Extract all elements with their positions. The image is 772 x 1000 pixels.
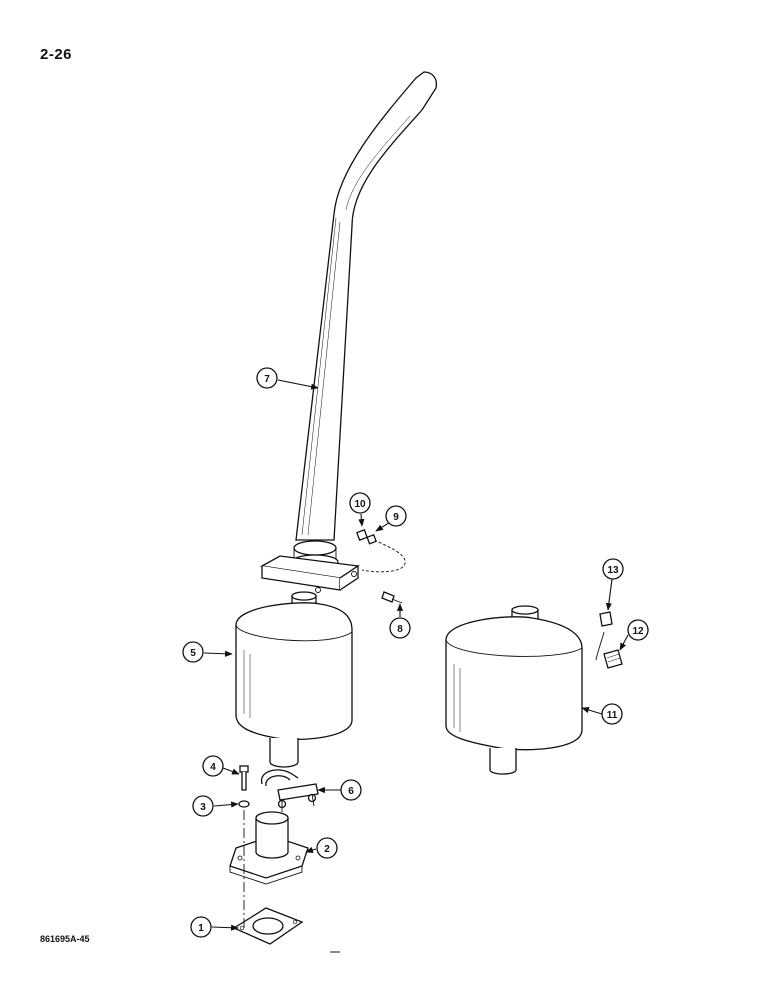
- muffler-installed: [235, 591, 353, 768]
- callout-6: 6: [340, 779, 362, 801]
- lock-washer-and-nut: [356, 529, 377, 545]
- leader-7: [277, 379, 319, 390]
- callout-3: 3: [192, 795, 214, 817]
- flange-adapter: [229, 811, 309, 885]
- callout-10-label: 10: [354, 499, 366, 510]
- callout-1: 1: [190, 916, 212, 938]
- callout-9: 9: [385, 505, 407, 527]
- callout-12-label: 12: [632, 626, 644, 637]
- callout-2: 2: [316, 837, 338, 859]
- callout-1-label: 1: [198, 923, 204, 934]
- u-bolt-clamp: [261, 769, 319, 812]
- callout-12: 12: [627, 619, 649, 641]
- callout-10: 10: [349, 492, 371, 514]
- plug-fitting: [595, 611, 613, 661]
- callout-4: 4: [202, 755, 224, 777]
- leader-4: [222, 767, 240, 775]
- leader-12: [619, 634, 629, 651]
- gasket: [232, 907, 304, 945]
- callout-11-label: 11: [607, 710, 618, 721]
- leader-3: [213, 801, 239, 808]
- page-number: 2-26: [40, 46, 73, 63]
- callout-9-label: 9: [393, 512, 399, 523]
- callout-6-label: 6: [348, 786, 354, 797]
- callout-5-label: 5: [190, 648, 196, 659]
- leader-5: [203, 650, 233, 657]
- cap-screw: [381, 591, 403, 604]
- callout-8-label: 8: [397, 624, 403, 635]
- leader-13: [605, 578, 613, 611]
- callout-3-label: 3: [200, 802, 206, 813]
- leader-1: [211, 924, 239, 931]
- mounting-bracket: [260, 555, 360, 593]
- threaded-plug: [603, 649, 623, 669]
- callout-13: 13: [602, 558, 624, 580]
- leader-2: [305, 847, 317, 853]
- callout-7: 7: [256, 367, 278, 389]
- muffler-separate: [445, 605, 583, 775]
- leader-10: [358, 513, 365, 527]
- callout-5: 5: [182, 641, 204, 663]
- callout-4-label: 4: [210, 762, 216, 773]
- leader-11: [581, 707, 603, 715]
- figure-code: 861695A-45: [40, 934, 90, 944]
- hardware-leader-dashed: [361, 539, 406, 573]
- callout-7-label: 7: [264, 374, 270, 385]
- callout-11: 11: [601, 703, 623, 725]
- washer: [238, 800, 250, 808]
- callout-2-label: 2: [324, 844, 330, 855]
- callout-13-label: 13: [607, 565, 619, 576]
- callout-8: 8: [389, 617, 411, 639]
- bolt: [239, 765, 249, 791]
